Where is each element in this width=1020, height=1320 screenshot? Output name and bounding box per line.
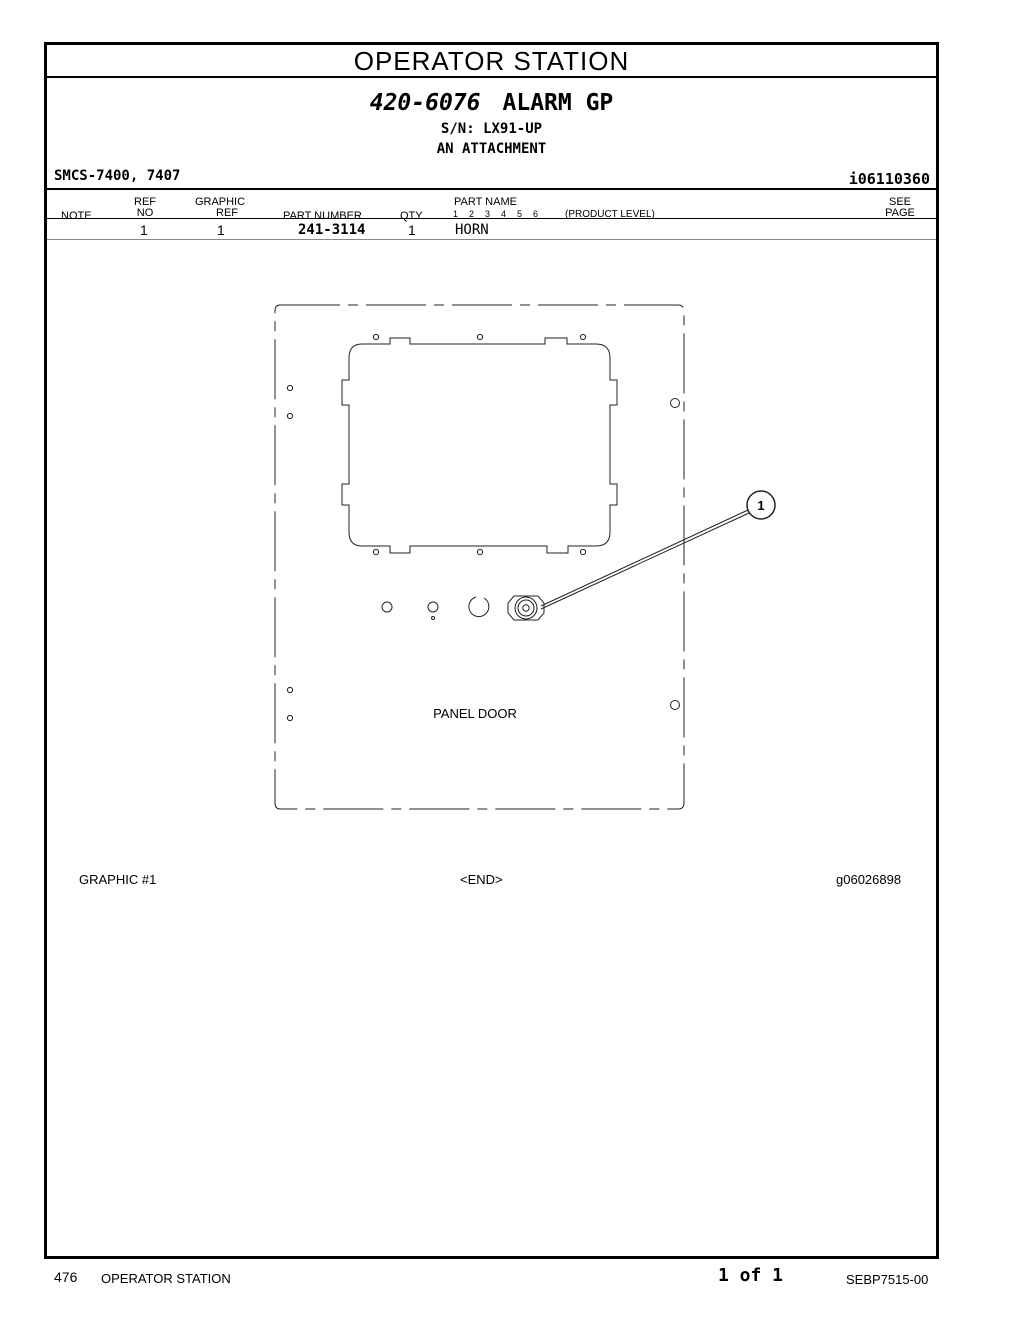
page-of: 1 of 1 [718, 1265, 784, 1286]
horn-bracket [507, 595, 545, 621]
mount-hole [670, 700, 680, 710]
row-graphic-ref: 1 [217, 222, 225, 238]
key-switch [468, 596, 490, 618]
mount-hole [372, 548, 380, 556]
col-note: NOTE [61, 210, 92, 222]
mount-hole [476, 333, 484, 341]
col-ref-no-top: REF [134, 196, 156, 208]
switch-hole [431, 616, 435, 620]
callout-circle[interactable] [746, 490, 776, 520]
leader-line [540, 509, 749, 607]
footer-section: OPERATOR STATION [101, 1271, 231, 1286]
divider [47, 218, 936, 219]
serial-range: S/N: LX91-UP [440, 121, 543, 137]
col-part-number: PART NUMBER [283, 210, 362, 222]
col-part-name: PART NAME [454, 196, 517, 208]
switch-hole [427, 601, 439, 613]
col-see-page-top: SEE [888, 196, 911, 208]
mount-hole [286, 384, 294, 392]
mount-hole [286, 714, 294, 722]
switch-hole [381, 601, 393, 613]
mount-hole [286, 412, 294, 420]
smcs-code: SMCS-7400, 7407 [54, 168, 181, 184]
page-frame: OPERATOR STATION 420-6076 ALARM GP S/N: L… [44, 42, 939, 1259]
col-see-page-bottom: PAGE [885, 207, 915, 219]
graphic-id: g06026898 [836, 872, 902, 887]
section-title: OPERATOR STATION [47, 45, 936, 78]
panel-door-outline [274, 304, 685, 810]
horn[interactable] [514, 596, 538, 620]
horn-center [522, 604, 530, 612]
mount-hole [670, 398, 680, 408]
divider [47, 239, 936, 240]
leader-line [540, 512, 750, 610]
part-group-number: 420-6076 [369, 90, 481, 116]
part-title: 420-6076 ALARM GP [47, 90, 936, 116]
mount-hole [372, 333, 380, 341]
part-header: 420-6076 ALARM GP S/N: LX91-UP AN ATTACHM… [47, 78, 936, 240]
col-product-level: (PRODUCT LEVEL) [565, 209, 655, 220]
display-cutout [341, 337, 618, 554]
mount-hole [579, 548, 587, 556]
mount-hole [579, 333, 587, 341]
part-group-name: ALARM GP [502, 90, 614, 116]
col-ref-no-bottom: NO [136, 207, 154, 219]
panel-door-label: PANEL DOOR [433, 706, 517, 721]
illustration-id: i06110360 [848, 170, 930, 188]
callout-number: 1 [757, 498, 764, 513]
horn-inner [517, 599, 535, 617]
attachment-label: AN ATTACHMENT [436, 141, 547, 157]
col-graphic-ref-top: GRAPHIC [194, 196, 246, 208]
page-number: 476 [54, 1269, 78, 1285]
row-qty: 1 [408, 222, 416, 238]
mount-hole [476, 548, 484, 556]
divider [47, 188, 936, 190]
row-ref-no: 1 [140, 222, 148, 238]
end-marker: <END> [460, 872, 503, 887]
row-part-number[interactable]: 241-3114 [298, 222, 366, 238]
col-levels: 1 2 3 4 5 6 [453, 209, 539, 219]
col-qty: QTY [400, 210, 423, 222]
col-graphic-ref-bottom: REF [216, 207, 238, 219]
mount-hole [286, 686, 294, 694]
document-id: SEBP7515-00 [846, 1272, 929, 1287]
row-part-name: HORN [455, 222, 489, 238]
graphic-label: GRAPHIC #1 [79, 872, 157, 887]
